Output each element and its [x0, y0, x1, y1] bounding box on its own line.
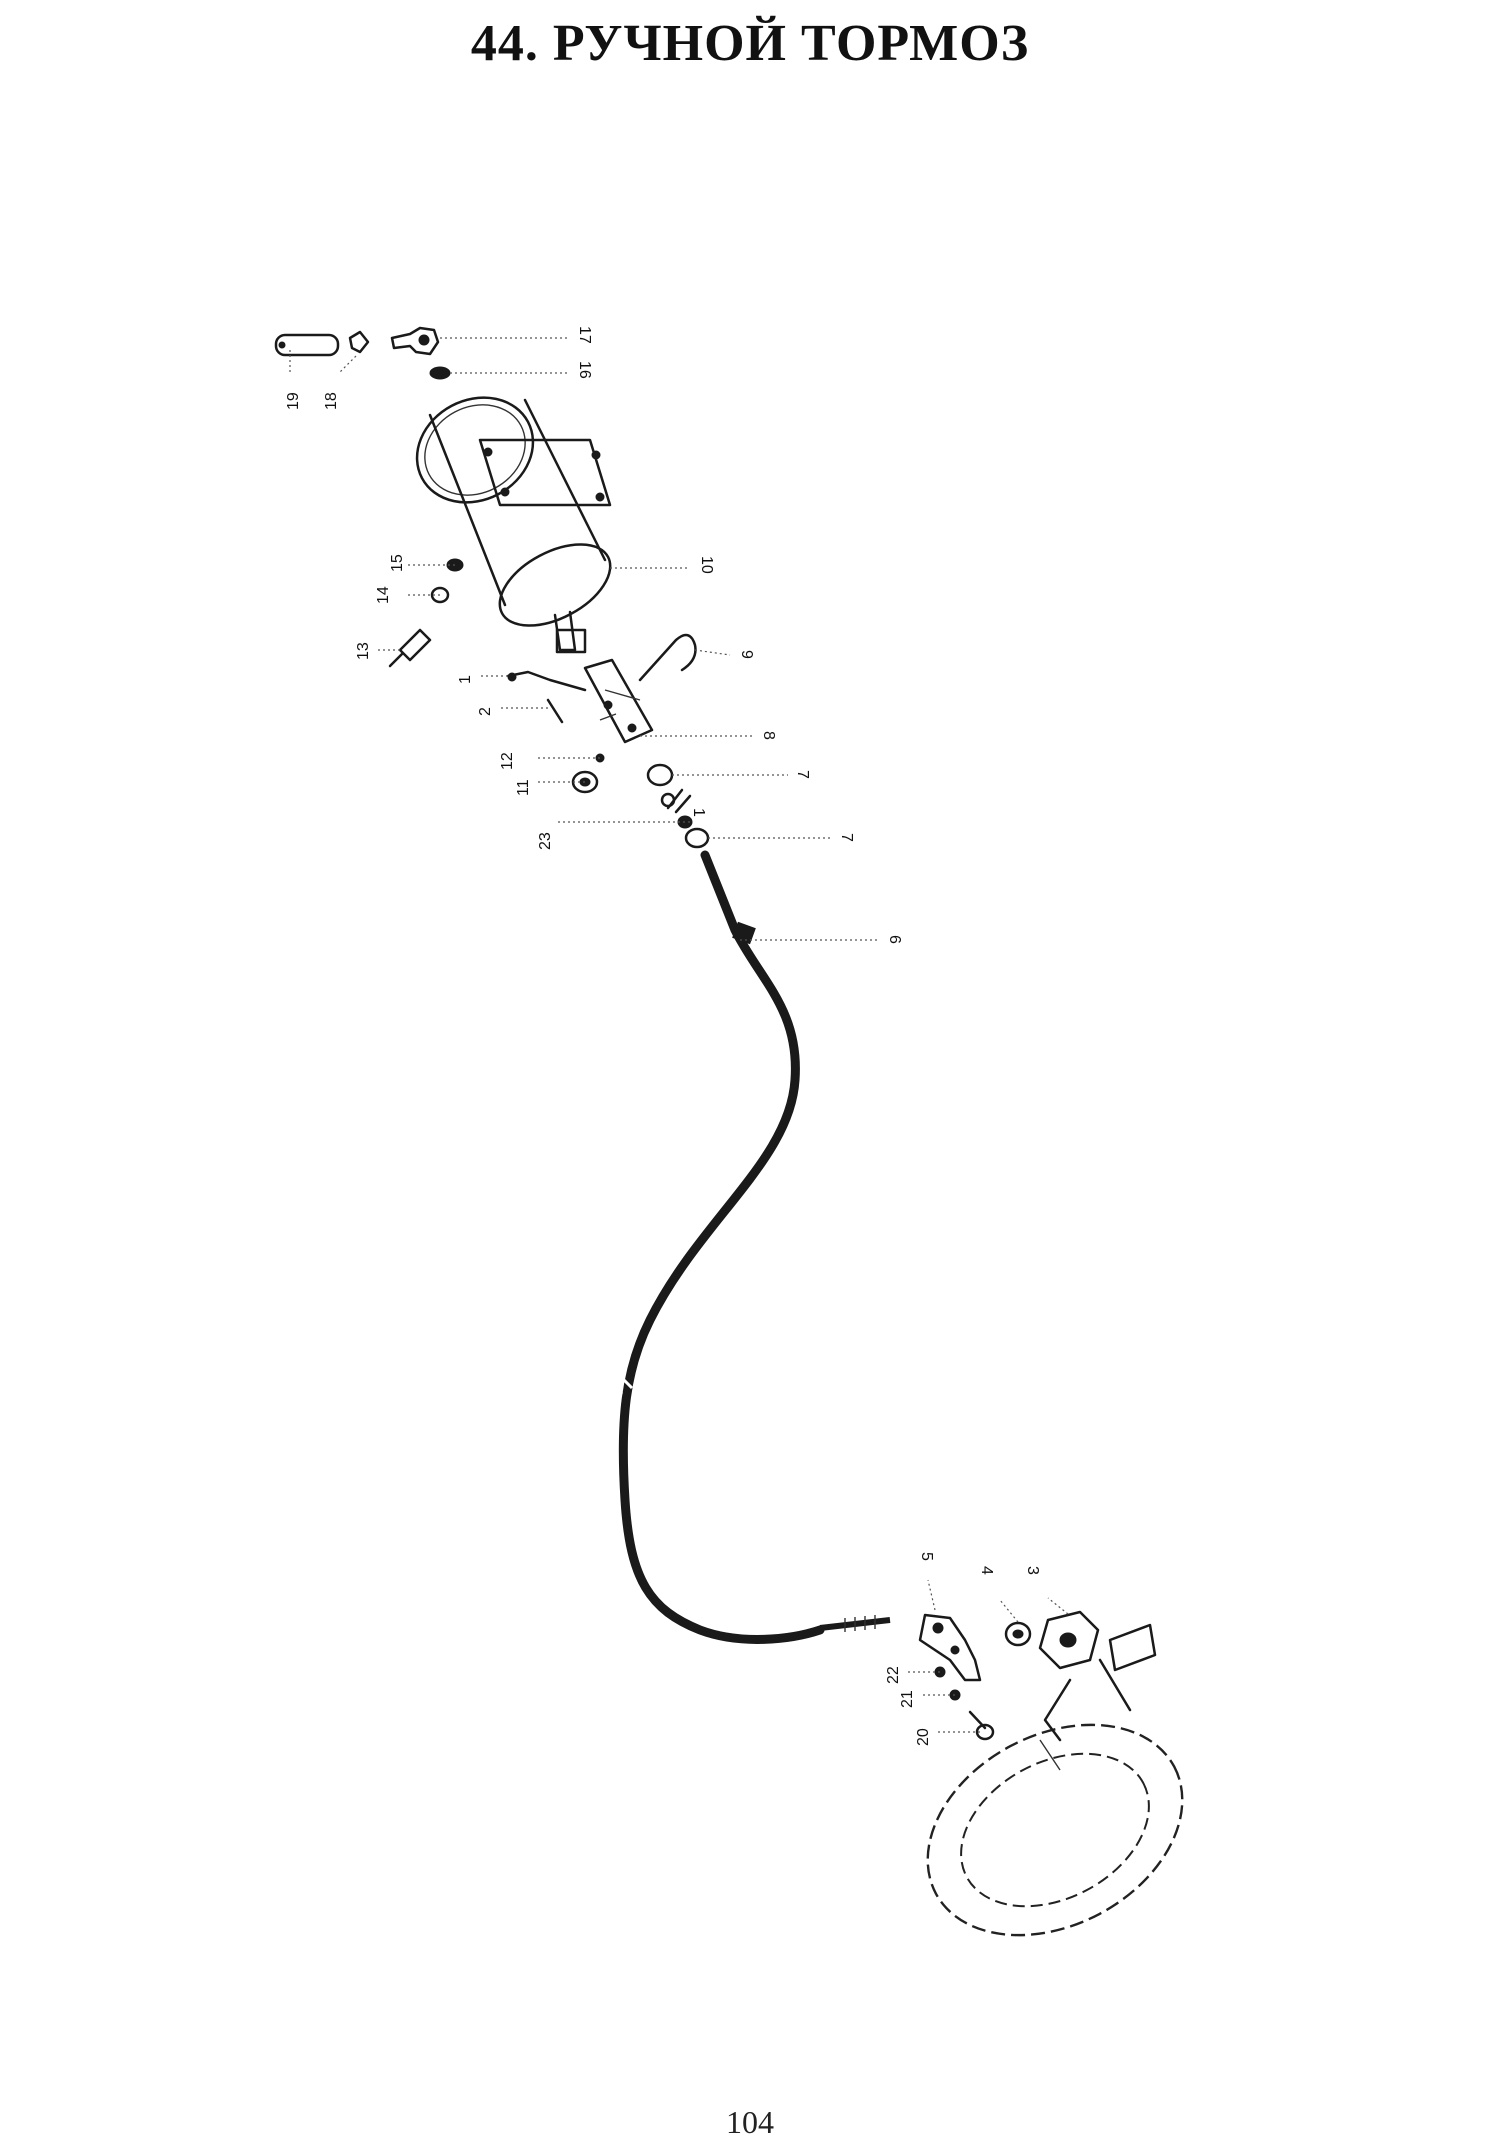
- part-5-lever: [918, 1613, 982, 1682]
- callout-4: 4: [978, 1566, 995, 1575]
- callout-15: 15: [389, 554, 406, 572]
- callout-13: 13: [355, 642, 372, 660]
- callout-1: 1: [457, 675, 474, 684]
- part-7-nut-lower: [684, 827, 710, 849]
- page-title: 44. РУЧНОЙ ТОРМОЗ: [470, 15, 1030, 72]
- part-1-pin: [506, 670, 587, 692]
- callout-17: 17: [576, 326, 593, 344]
- part-9-u-clip: [638, 633, 697, 682]
- callout-21: 21: [899, 1690, 916, 1708]
- leader-lines: [289, 337, 1069, 1733]
- part-20-bolt: [968, 1710, 995, 1741]
- callout-7-upper: 7: [794, 770, 811, 779]
- callout-labels: 19 18 17 16 10 9 15 14 13 1 2 12 11 8 7 …: [285, 326, 1041, 1746]
- part-18-clip: [348, 330, 370, 354]
- callout-1-lower: 1: [690, 808, 707, 817]
- callout-19: 19: [285, 392, 302, 410]
- part-16-washer: [429, 366, 451, 380]
- part-8-lever-bracket: [583, 658, 654, 744]
- part-4-nut: [1004, 1621, 1032, 1647]
- part-1-pin-lower: [660, 788, 692, 814]
- callout-22: 22: [885, 1666, 902, 1684]
- page-number: 104: [726, 2104, 774, 2140]
- part-7-nut-upper: [646, 763, 674, 787]
- callout-5: 5: [918, 1552, 935, 1561]
- callout-14: 14: [375, 586, 392, 604]
- brake-drum: [926, 1623, 1184, 1937]
- part-14-nut: [430, 586, 450, 604]
- callout-12: 12: [499, 752, 516, 770]
- callout-20: 20: [915, 1728, 932, 1746]
- callout-23: 23: [537, 832, 554, 850]
- callout-10: 10: [698, 556, 715, 574]
- part-10-brake-chamber: [415, 396, 612, 654]
- callout-16: 16: [576, 361, 593, 379]
- callout-7-lower: 7: [838, 833, 855, 842]
- callout-6: 6: [886, 935, 903, 944]
- part-3-cam-housing: [1038, 1610, 1100, 1670]
- callout-11: 11: [515, 779, 532, 796]
- callout-3: 3: [1024, 1566, 1041, 1575]
- callout-9: 9: [738, 650, 755, 659]
- part-17-bolt: [390, 326, 440, 356]
- callout-8: 8: [760, 731, 777, 740]
- part-19-pin: [274, 333, 340, 357]
- callout-2: 2: [477, 707, 494, 716]
- part-2-cotter-pin: [546, 698, 564, 724]
- part-6-brake-cable: [606, 850, 891, 1644]
- part-13-bolt: [388, 628, 432, 668]
- callout-18: 18: [323, 392, 340, 410]
